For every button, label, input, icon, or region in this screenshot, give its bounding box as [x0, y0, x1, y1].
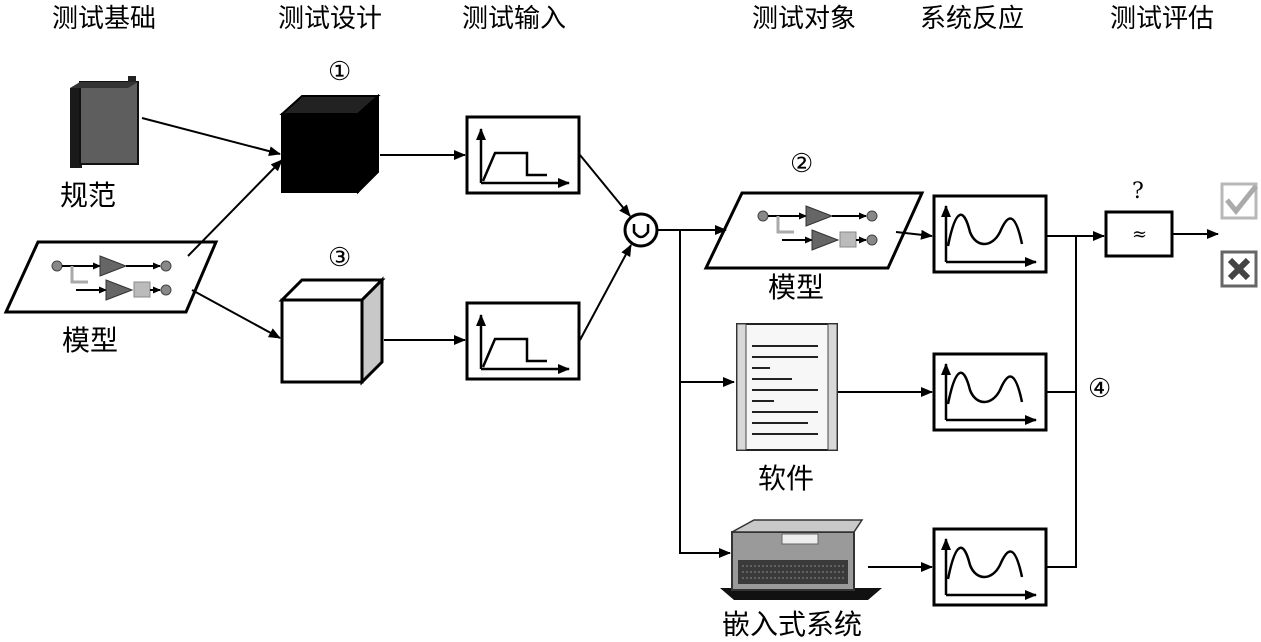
label-specification: 规范: [60, 179, 116, 212]
test-input-signal-plot-bottom: [467, 303, 579, 379]
header-system-response: 系统反应: [920, 4, 1024, 34]
embedded-ecu-icon: [720, 519, 882, 600]
system-response-plot-embedded: [934, 529, 1046, 605]
software-code-icon: [736, 323, 838, 451]
header-test-object: 测试对象: [752, 4, 856, 34]
pass-checkbox-icon: [1220, 182, 1258, 220]
header-test-evaluation: 测试评估: [1110, 4, 1214, 34]
header-test-design: 测试设计: [278, 4, 382, 34]
test-input-signal-plot-top: [467, 117, 579, 193]
evaluation-question-mark: ?: [1132, 179, 1144, 204]
comparison-box: ≈: [1104, 210, 1174, 258]
system-response-plot-software: [934, 354, 1046, 430]
label-embedded-system: 嵌入式系统: [722, 608, 862, 641]
header-test-input: 测试输入: [462, 4, 566, 34]
marker-4: ④: [1088, 374, 1111, 404]
label-software: 软件: [758, 462, 814, 495]
model-under-test-icon: [703, 191, 925, 270]
model-diagram-icon: [3, 240, 219, 314]
label-model-left: 模型: [62, 324, 118, 357]
marker-3: ③: [328, 243, 351, 273]
label-model-right: 模型: [768, 271, 824, 304]
specification-book-icon: [70, 76, 139, 168]
marker-1: ①: [328, 57, 351, 87]
white-box-cube-icon: [278, 276, 386, 386]
fail-box-icon: [1220, 250, 1258, 288]
header-test-basis: 测试基础: [52, 4, 156, 34]
system-response-plot-model: [934, 196, 1046, 272]
marker-2: ②: [790, 149, 813, 179]
black-box-cube-icon: [279, 93, 381, 195]
connectors: [141, 117, 1219, 572]
comparison-symbol: ≈: [1132, 224, 1147, 245]
union-node: [623, 212, 659, 248]
